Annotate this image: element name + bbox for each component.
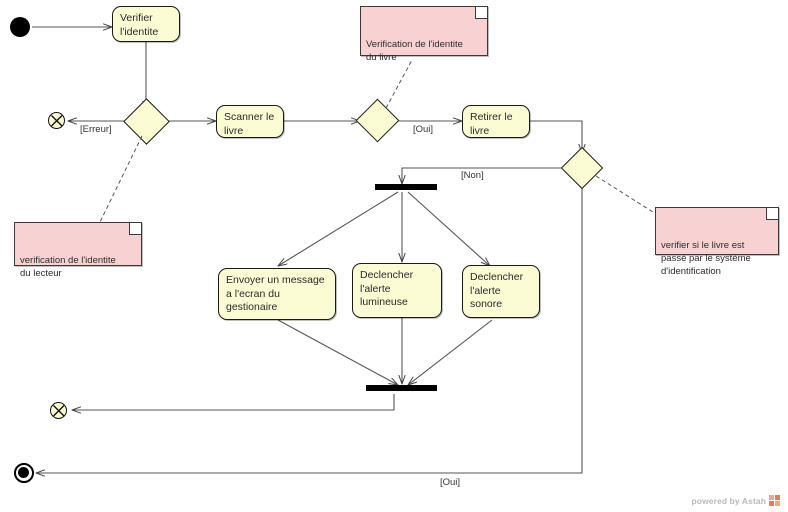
- note-systeme-identification[interactable]: verifier si le livre est passé par le sy…: [655, 207, 779, 277]
- action-alerte-lumineuse[interactable]: Declencher l'alerte lumineuse: [352, 263, 442, 318]
- guard-oui-identification: [Oui]: [440, 477, 461, 488]
- note-identite-livre[interactable]: Verification de l'identite du livre: [360, 6, 488, 63]
- action-scanner-livre[interactable]: Scanner le livre: [216, 105, 284, 138]
- flow-final-x-icon: [52, 404, 64, 416]
- guard-oui-livre: [Oui]: [413, 124, 434, 135]
- action-retirer-livre[interactable]: Retirer le livre: [462, 105, 530, 138]
- note-fold-icon: [475, 7, 487, 19]
- note-text: verifier si le livre est passé par le sy…: [661, 240, 751, 277]
- watermark-text: powered by Astah: [691, 495, 766, 506]
- activity-final-inner: [18, 467, 30, 479]
- note-fold-icon: [766, 208, 778, 220]
- guard-erreur: [Erreur]: [80, 124, 112, 135]
- astah-logo-icon: [769, 495, 780, 506]
- note-text: verification de l'identite du lecteur: [20, 255, 116, 279]
- join-bar[interactable]: [366, 385, 437, 391]
- action-verifier-identite[interactable]: Verifier l'identite: [112, 6, 180, 42]
- astah-watermark: powered by Astah: [691, 495, 780, 506]
- fork-bar[interactable]: [375, 184, 437, 190]
- note-identite-lecteur[interactable]: verification de l'identite du lecteur: [14, 222, 142, 279]
- flow-final-erreur[interactable]: [48, 112, 65, 129]
- note-fold-icon: [129, 223, 141, 235]
- guard-non-identification: [Non]: [461, 170, 484, 181]
- action-alerte-sonore[interactable]: Declencher l'alerte sonore: [462, 265, 540, 318]
- flow-final-alerte[interactable]: [50, 402, 67, 419]
- action-envoyer-message[interactable]: Envoyer un message a l'ecran du gestiona…: [218, 268, 336, 320]
- flow-final-x-icon: [50, 114, 62, 126]
- note-text: Verification de l'identite du livre: [366, 39, 463, 63]
- activity-final-node[interactable]: [14, 463, 34, 483]
- initial-node[interactable]: [10, 17, 30, 37]
